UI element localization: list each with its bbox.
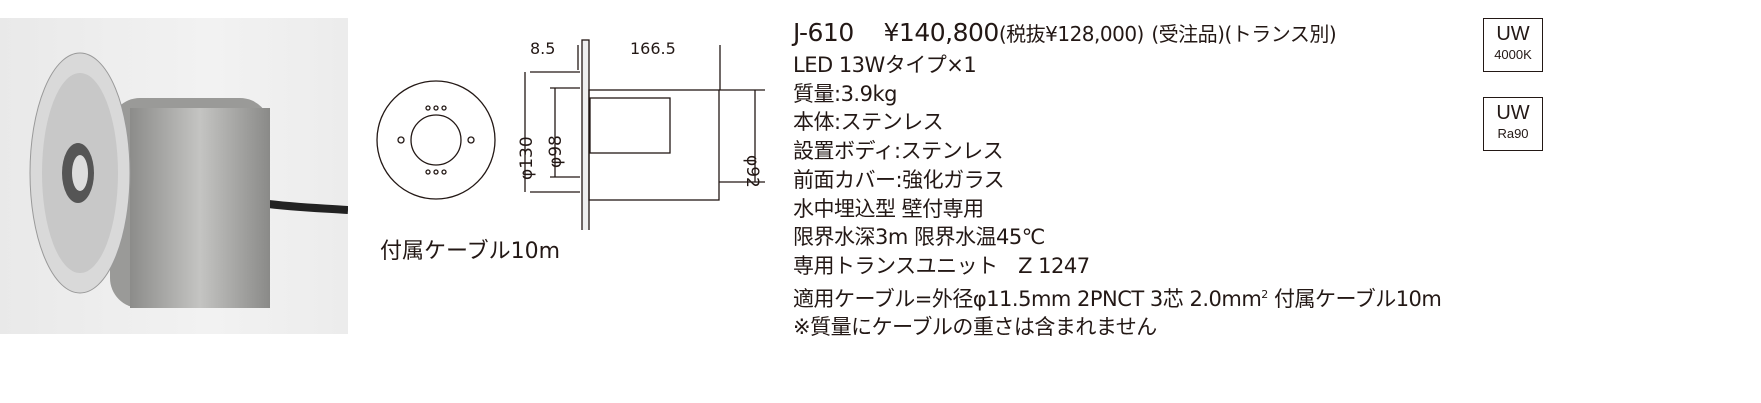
cable-spec-text: 適用ケーブル=外径φ11.5mm 2PNCT 3芯 2.0mm [793, 286, 1262, 311]
cable-spec-suffix: 付属ケーブル10m [1267, 286, 1442, 311]
model-number: J-610 [793, 18, 854, 47]
spec-line: 限界水深3m 限界水温45℃ [793, 225, 1045, 250]
product-title: J-610 ¥140,800(税抜¥128,000) (受注品)(トランス別) [793, 16, 1441, 51]
spec-line: LED 13Wタイプ×1 [793, 53, 977, 77]
badge-bottom: Ra90 [1497, 126, 1529, 141]
badge-top: UW [1496, 23, 1530, 45]
fixture-image [29, 52, 349, 308]
price-ex-tax: (税抜¥128,000) [998, 22, 1145, 46]
dim-8-5: 8.5 [530, 39, 555, 58]
dim-166-5: 166.5 [630, 39, 676, 58]
spec-line: 前面カバー:強化ガラス [793, 167, 1005, 192]
spec-line: 水中埋込型 壁付専用 [793, 196, 984, 221]
cable-caption: 付属ケーブル10m [380, 239, 561, 264]
spec-block: J-610 ¥140,800(税抜¥128,000) (受注品)(トランス別) … [793, 16, 1442, 342]
dimension-drawing: 8.5 166.5 φ130 φ98 φ92 [376, 39, 765, 230]
order-note: (受注品) [1151, 22, 1225, 46]
transformer-note: (トランス別) [1224, 22, 1337, 46]
dim-130: φ130 [517, 136, 537, 180]
badge-top: UW [1496, 102, 1530, 124]
cable-spec: 適用ケーブル=外径φ11.5mm 2PNCT 3芯 2.0mm2 付属ケーブル1… [793, 281, 1442, 314]
spec-line: 専用トランスユニット Z 1247 [793, 253, 1090, 278]
price: ¥140,800 [883, 18, 1000, 47]
weight-note: ※質量にケーブルの重さは含まれません [793, 315, 1157, 340]
spec-line: 本体:ステンレス [793, 110, 944, 135]
spec-line: 質量:3.9kg [793, 81, 897, 106]
product-photo [0, 18, 349, 334]
badge-cri: UW Ra90 [1483, 97, 1543, 151]
superscript: 2 [1261, 287, 1268, 301]
dim-92: φ92 [742, 155, 762, 188]
dim-98: φ98 [546, 135, 566, 168]
spec-line: 設置ボディ:ステンレス [793, 139, 1004, 164]
badge-color-temp: UW 4000K [1483, 18, 1543, 72]
badge-bottom: 4000K [1494, 47, 1532, 62]
